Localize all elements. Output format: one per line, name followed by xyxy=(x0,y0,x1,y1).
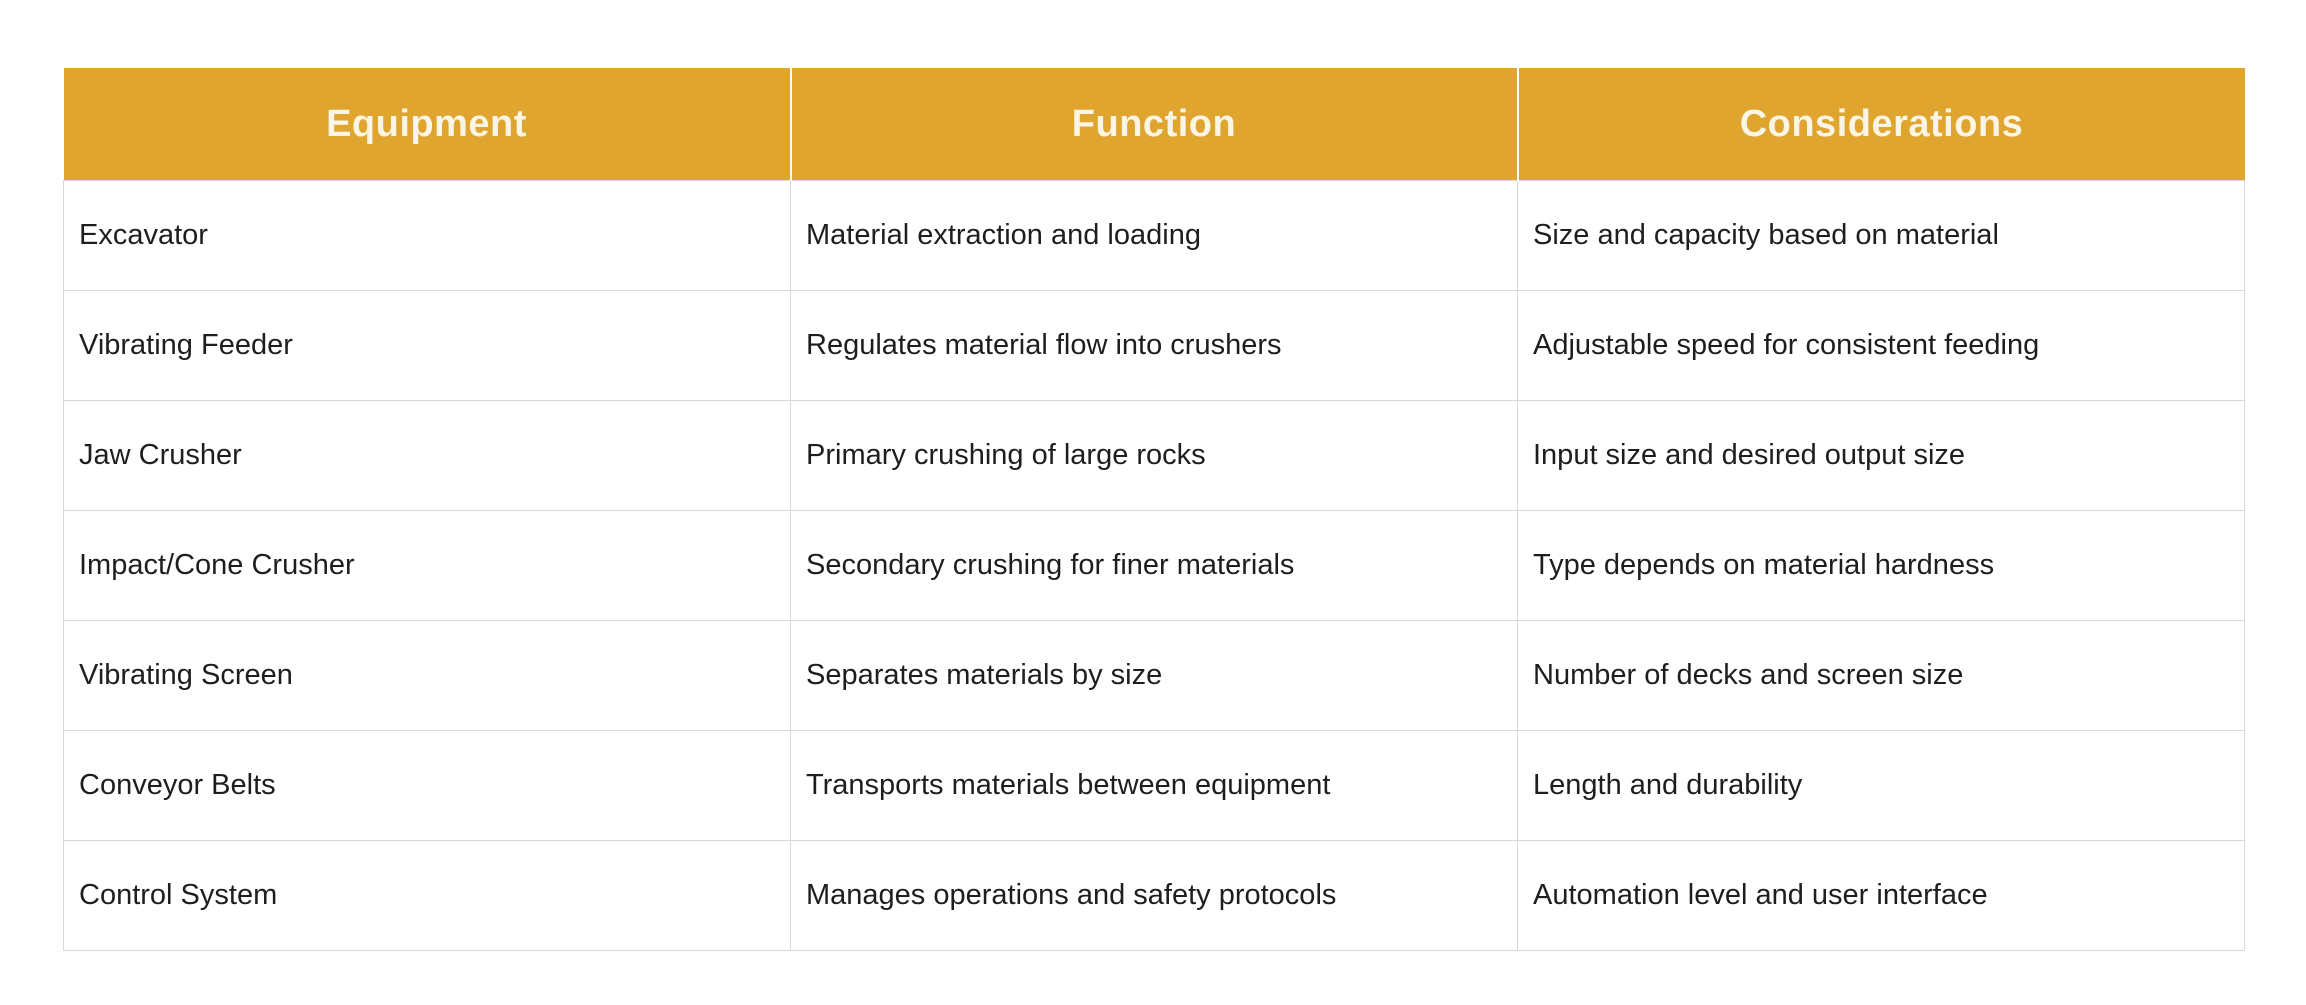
table-row: Jaw Crusher Primary crushing of large ro… xyxy=(63,400,2245,511)
considerations-cell: Number of decks and screen size xyxy=(1517,620,2245,731)
table-body: Excavator Material extraction and loadin… xyxy=(63,180,2245,951)
equipment-table: Equipment Function Considerations Excava… xyxy=(63,68,2245,951)
column-header-equipment: Equipment xyxy=(63,68,792,181)
equipment-table-container: Equipment Function Considerations Excava… xyxy=(63,68,2245,951)
table-header: Equipment Function Considerations xyxy=(63,68,2245,181)
equipment-cell: Vibrating Screen xyxy=(63,620,791,731)
equipment-cell: Control System xyxy=(63,840,791,951)
equipment-cell: Impact/Cone Crusher xyxy=(63,510,791,621)
table-row: Conveyor Belts Transports materials betw… xyxy=(63,730,2245,841)
table-row: Impact/Cone Crusher Secondary crushing f… xyxy=(63,510,2245,621)
table-row: Excavator Material extraction and loadin… xyxy=(63,180,2245,291)
function-cell: Primary crushing of large rocks xyxy=(790,400,1518,511)
considerations-cell: Length and durability xyxy=(1517,730,2245,841)
equipment-cell: Conveyor Belts xyxy=(63,730,791,841)
column-header-considerations: Considerations xyxy=(1516,68,2245,181)
equipment-cell: Jaw Crusher xyxy=(63,400,791,511)
considerations-cell: Input size and desired output size xyxy=(1517,400,2245,511)
equipment-cell: Vibrating Feeder xyxy=(63,290,791,401)
table-row: Vibrating Feeder Regulates material flow… xyxy=(63,290,2245,401)
function-cell: Transports materials between equipment xyxy=(790,730,1518,841)
table-row: Control System Manages operations and sa… xyxy=(63,840,2245,951)
column-header-function: Function xyxy=(789,68,1519,181)
considerations-cell: Adjustable speed for consistent feeding xyxy=(1517,290,2245,401)
function-cell: Regulates material flow into crushers xyxy=(790,290,1518,401)
considerations-cell: Type depends on material hardness xyxy=(1517,510,2245,621)
function-cell: Separates materials by size xyxy=(790,620,1518,731)
table-row: Vibrating Screen Separates materials by … xyxy=(63,620,2245,731)
function-cell: Material extraction and loading xyxy=(790,180,1518,291)
considerations-cell: Automation level and user interface xyxy=(1517,840,2245,951)
considerations-cell: Size and capacity based on material xyxy=(1517,180,2245,291)
equipment-cell: Excavator xyxy=(63,180,791,291)
function-cell: Manages operations and safety protocols xyxy=(790,840,1518,951)
function-cell: Secondary crushing for finer materials xyxy=(790,510,1518,621)
header-row: Equipment Function Considerations xyxy=(63,68,2245,181)
